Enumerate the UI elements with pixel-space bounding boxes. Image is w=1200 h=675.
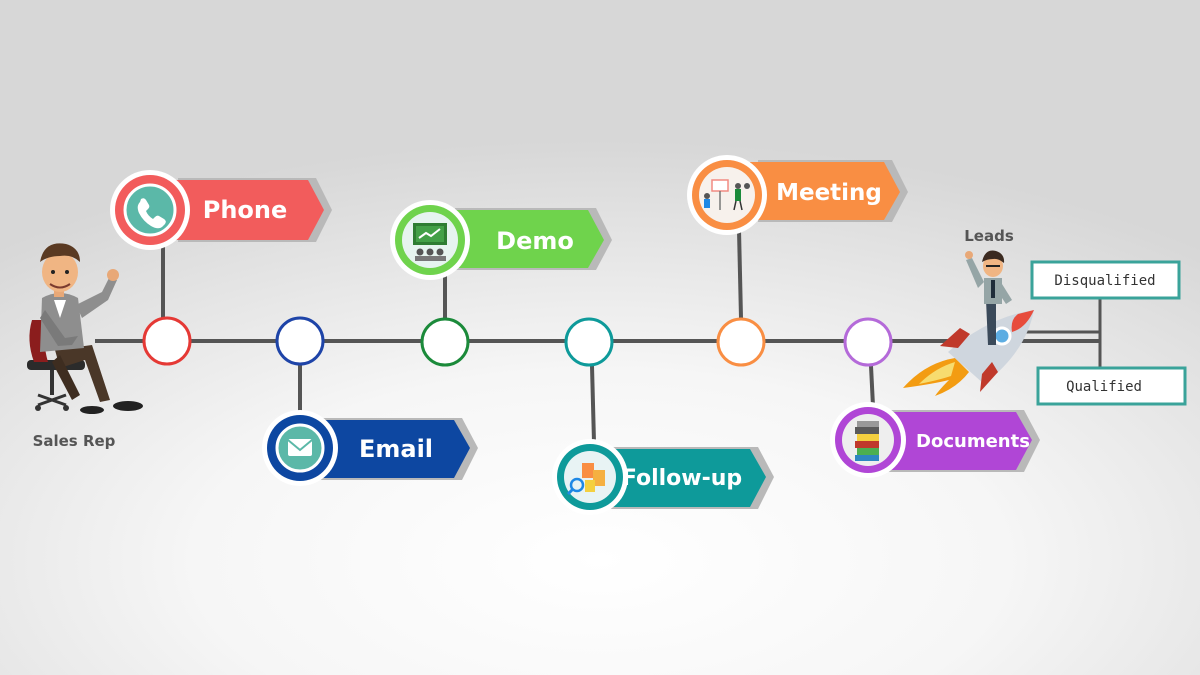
node-follow-up <box>564 317 614 367</box>
node-phone <box>142 316 192 366</box>
node-meeting <box>716 317 766 367</box>
stage-tag-documents: Documents <box>830 402 1040 478</box>
rocket-illustration <box>903 250 1034 396</box>
tag-banner-email <box>310 420 470 478</box>
stage-label-email: Email <box>359 435 433 463</box>
stage-label-demo: Demo <box>496 227 574 255</box>
search-documents-icon <box>566 463 605 496</box>
stage-label-follow-up: Follow-up <box>622 466 742 491</box>
phone-icon <box>137 198 166 229</box>
stage-tag-demo: Demo <box>390 200 612 280</box>
tag-banner-phone <box>170 180 324 240</box>
email-icon <box>287 439 313 456</box>
outcome-disqualified: Disqualified <box>1030 260 1181 300</box>
meeting-icon <box>704 179 750 211</box>
node-documents <box>843 317 893 367</box>
node-demo <box>420 317 470 367</box>
connector-follow-up <box>590 365 596 443</box>
presentation-icon <box>413 223 447 261</box>
connector-documents <box>869 365 875 407</box>
stage-tag-phone: Phone <box>110 170 332 250</box>
node-email <box>275 316 325 366</box>
connector-meeting <box>737 229 743 319</box>
stage-tag-follow-up: Follow-up <box>552 439 774 515</box>
tag-banner-meeting <box>750 162 900 220</box>
tag-banner-follow-up <box>602 449 766 507</box>
stage-tag-meeting: Meeting <box>687 155 908 235</box>
outcome-box-disqualified <box>1030 260 1181 300</box>
documents-stack-icon <box>855 421 879 461</box>
stage-label-phone: Phone <box>203 196 288 224</box>
stage-tag-email: Email <box>262 410 478 486</box>
outcome-box-qualified <box>1036 366 1187 406</box>
sales-rep-illustration <box>27 243 143 414</box>
outcome-label-disqualified: Disqualified <box>1054 273 1155 289</box>
stage-label-documents: Documents <box>916 431 1030 452</box>
tag-banner-demo <box>447 210 604 268</box>
stage-label-meeting: Meeting <box>776 180 882 206</box>
sales-rep-label: Sales Rep <box>33 432 116 450</box>
tag-banner-documents <box>877 412 1032 470</box>
outcome-qualified: Qualified <box>1036 366 1187 406</box>
leads-label: Leads <box>964 227 1014 245</box>
outcome-label-qualified: Qualified <box>1066 379 1142 395</box>
